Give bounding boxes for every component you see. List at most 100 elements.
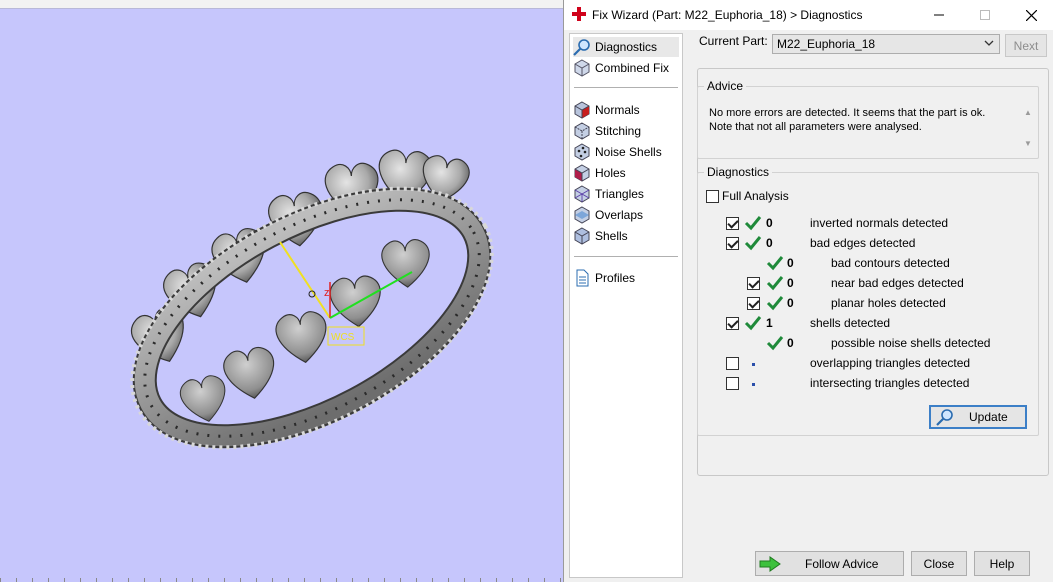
pivot-icon: [308, 290, 316, 298]
row-checkbox[interactable]: [726, 217, 739, 230]
row-count: 0: [787, 336, 794, 350]
advice-line: No more errors are detected. It seems th…: [709, 107, 986, 119]
row-checkbox[interactable]: [747, 297, 760, 310]
diagnostic-row-intersecting-triangles: intersecting triangles detected: [726, 375, 1053, 393]
row-checkbox[interactable]: [747, 277, 760, 290]
sidebar-item-diagnostics[interactable]: Diagnostics: [573, 37, 679, 57]
row-text: bad edges detected: [810, 236, 916, 250]
window-close-button[interactable]: [1008, 0, 1053, 30]
diagnostic-row-shells: 1 shells detected: [726, 315, 1053, 333]
row-text: possible noise shells detected: [831, 336, 991, 350]
diagnostic-row-bad-contours: 0 bad contours detected: [726, 255, 1053, 273]
diagnostic-row-planar-holes: 0 planar holes detected: [726, 295, 1053, 313]
check-ok-icon: [744, 316, 762, 331]
3d-viewport[interactable]: z WCS: [0, 0, 563, 582]
ring-model[interactable]: z WCS: [0, 0, 563, 582]
current-part-select[interactable]: M22_Euphoria_18: [772, 34, 1000, 54]
row-checkbox[interactable]: [726, 357, 739, 370]
checkbox[interactable]: [706, 189, 719, 203]
document-icon: [576, 269, 589, 287]
cube-holes-icon: [574, 164, 590, 182]
advice-scrollbar[interactable]: ▲ ▼: [1021, 106, 1035, 154]
diagnostic-row-noise-shells: 0 possible noise shells detected: [726, 335, 1053, 353]
arrow-right-icon: [759, 555, 781, 572]
sidebar-item-profiles[interactable]: Profiles: [573, 268, 679, 288]
row-checkbox[interactable]: [726, 237, 739, 250]
row-text: planar holes detected: [831, 296, 946, 310]
sidebar-item-label: Normals: [595, 103, 640, 117]
sidebar-item-shells[interactable]: Shells: [573, 226, 679, 246]
sidebar-item-label: Diagnostics: [595, 40, 658, 54]
sidebar-item-label: Profiles: [595, 271, 636, 285]
row-text: shells detected: [810, 316, 891, 330]
x-axis: [279, 241, 331, 319]
next-button[interactable]: Next: [1005, 34, 1047, 57]
sidebar-item-triangles[interactable]: Triangles: [573, 184, 679, 204]
help-button[interactable]: Help: [974, 551, 1030, 576]
check-ok-icon: [744, 236, 762, 251]
sidebar-item-normals[interactable]: Normals: [573, 100, 679, 120]
check-ok-icon: [766, 296, 784, 311]
row-text: near bad edges detected: [831, 276, 964, 290]
row-text: inverted normals detected: [810, 216, 949, 230]
scroll-up-icon[interactable]: ▲: [1024, 108, 1032, 117]
heart-shape: [223, 346, 275, 399]
close-icon: [1025, 9, 1037, 21]
heart-shape: [275, 311, 327, 364]
fix-wizard-dialog: Fix Wizard (Part: M22_Euphoria_18) > Dia…: [563, 0, 1053, 582]
y-axis: [329, 271, 413, 319]
advice-line: Note that not all parameters were analys…: [709, 121, 922, 133]
chevron-down-icon: [984, 40, 994, 46]
minimize-button[interactable]: [916, 0, 962, 30]
cube-normals-icon: [574, 101, 590, 119]
sidebar-item-stitching[interactable]: Stitching: [573, 121, 679, 141]
sidebar-separator: [574, 87, 678, 88]
ring-beads: [130, 186, 494, 450]
dialog-titlebar[interactable]: Fix Wizard (Part: M22_Euphoria_18) > Dia…: [564, 0, 1053, 30]
sidebar-item-combined-fix[interactable]: Combined Fix: [573, 58, 679, 78]
maximize-button[interactable]: [962, 0, 1008, 30]
sidebar-item-holes[interactable]: Holes: [573, 163, 679, 183]
wcs-label: WCS: [331, 332, 355, 343]
not-analysed-dot-icon: [752, 363, 755, 366]
cube-shells-icon: [574, 227, 590, 245]
diagnostic-row-near-bad-edges: 0 near bad edges detected: [726, 275, 1053, 293]
sidebar-item-label: Stitching: [595, 124, 642, 138]
scroll-down-icon[interactable]: ▼: [1024, 139, 1032, 148]
sidebar-item-label: Combined Fix: [595, 61, 670, 75]
row-checkbox[interactable]: [726, 377, 739, 390]
follow-advice-label: Follow Advice: [805, 556, 879, 571]
close-button[interactable]: Close: [911, 551, 967, 576]
current-part-label: Current Part:: [699, 34, 768, 48]
not-analysed-dot-icon: [752, 383, 755, 386]
row-count: 0: [766, 216, 773, 230]
diagnostic-row-inverted-normals: 0 inverted normals detected: [726, 215, 1053, 233]
viewport-top-strip: [0, 0, 563, 9]
wizard-main-panel: Current Part: M22_Euphoria_18 Next Advic…: [687, 30, 1053, 582]
update-button[interactable]: Update: [929, 405, 1027, 429]
row-checkbox[interactable]: [726, 317, 739, 330]
sidebar-item-overlaps[interactable]: Overlaps: [573, 205, 679, 225]
cube-stitching-icon: [574, 122, 590, 140]
sidebar-item-noise-shells[interactable]: Noise Shells: [573, 142, 679, 162]
follow-advice-button[interactable]: Follow Advice: [755, 551, 904, 576]
row-count: 0: [787, 276, 794, 290]
ring-band-holes: [143, 198, 481, 438]
maximize-icon: [980, 10, 990, 20]
wcs-box: [327, 326, 365, 346]
full-analysis-checkbox[interactable]: Full Analysis: [706, 189, 789, 203]
heart-shape: [381, 239, 430, 288]
sidebar-item-label: Overlaps: [595, 208, 644, 222]
row-text: intersecting triangles detected: [810, 376, 970, 390]
magnifier-icon: [573, 39, 590, 56]
sidebar-separator: [574, 256, 678, 257]
diagnostics-legend: Diagnostics: [704, 165, 773, 179]
wizard-sidebar: Diagnostics Combined Fix Normals Stitchi…: [569, 33, 683, 578]
diagnostics-group: Diagnostics Full Analysis 0 inverted nor…: [697, 165, 1039, 436]
heart-shape: [329, 275, 381, 328]
sidebar-item-label: Holes: [595, 166, 626, 180]
sidebar-item-label: Shells: [595, 229, 628, 243]
row-count: 1: [766, 316, 773, 330]
sidebar-item-label: Noise Shells: [595, 145, 662, 159]
